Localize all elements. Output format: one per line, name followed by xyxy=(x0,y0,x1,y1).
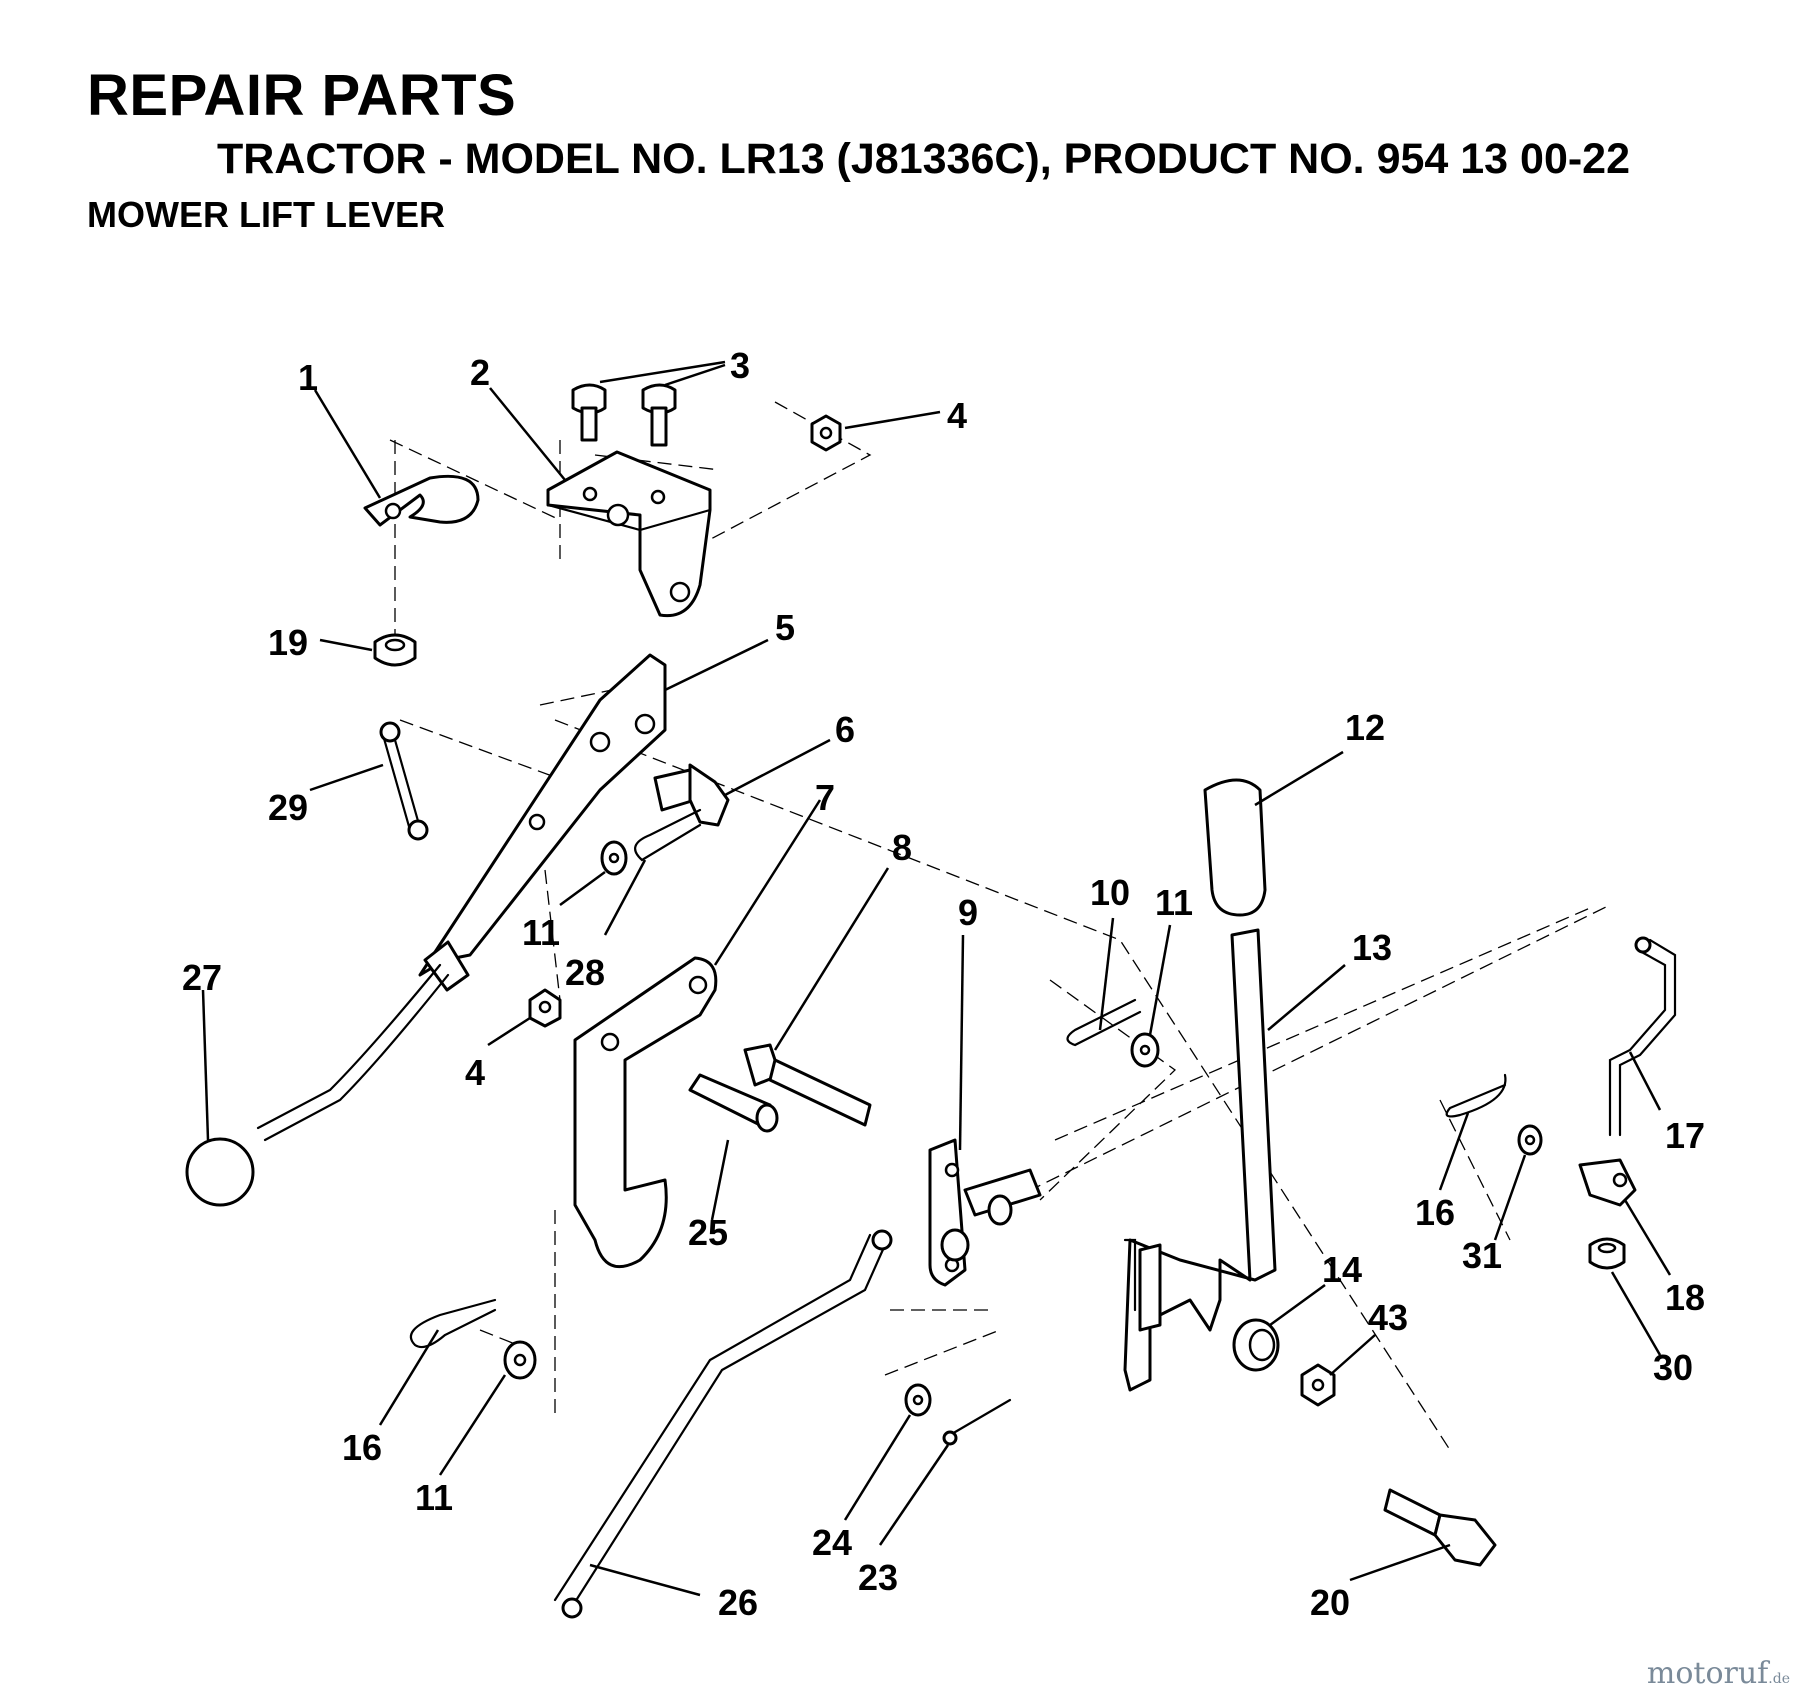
page-title: REPAIR PARTS xyxy=(87,63,517,128)
part-6-bolt xyxy=(653,763,730,827)
part-11-washer-right xyxy=(1130,1032,1160,1068)
part-3-bolts xyxy=(571,383,677,447)
section-title: MOWER LIFT LEVER xyxy=(87,194,445,235)
callout-27: 27 xyxy=(182,957,222,998)
part-23-pin xyxy=(942,1398,1012,1446)
part-12-grip xyxy=(1203,778,1267,917)
callout-20: 20 xyxy=(1310,1582,1350,1623)
part-29-link xyxy=(379,721,429,841)
part-11-washer-lower xyxy=(503,1340,537,1380)
callout-4-top: 4 xyxy=(947,395,967,436)
part-26-rod xyxy=(553,1229,893,1619)
watermark-tld: .de xyxy=(1768,1671,1790,1687)
part-24-washer xyxy=(904,1383,932,1417)
part-8-long-bolt xyxy=(743,1043,872,1127)
part-27-knob xyxy=(185,1137,255,1207)
part-7-plate xyxy=(573,956,718,1269)
part-20-bolt xyxy=(1383,1488,1497,1567)
callout-8: 8 xyxy=(892,827,912,868)
part-5-lift-arm xyxy=(256,653,667,1142)
callout-1: 1 xyxy=(298,357,318,398)
callout-31: 31 xyxy=(1462,1235,1502,1276)
callout-2: 2 xyxy=(470,352,490,393)
callout-24: 24 xyxy=(812,1522,852,1563)
part-4-nut-middle xyxy=(528,988,562,1028)
watermark: motoruf.de xyxy=(1647,1656,1790,1691)
part-2-bracket xyxy=(546,450,712,618)
callout-3: 3 xyxy=(730,345,750,386)
model-subtitle: TRACTOR - MODEL NO. LR13 (J81336C), PROD… xyxy=(217,135,1631,183)
callout-26: 26 xyxy=(718,1582,758,1623)
callout-30: 30 xyxy=(1653,1347,1693,1388)
callout-leaders xyxy=(201,360,1672,1597)
watermark-brand: motoruf xyxy=(1646,1656,1769,1691)
callout-25: 25 xyxy=(688,1212,728,1253)
part-11-washer-upper xyxy=(600,840,628,876)
callout-10: 10 xyxy=(1090,872,1130,913)
callout-18: 18 xyxy=(1665,1277,1705,1318)
callout-14: 14 xyxy=(1322,1249,1362,1290)
callout-11-upper: 11 xyxy=(522,912,560,953)
callout-11-right: 11 xyxy=(1155,882,1193,923)
part-30-nut xyxy=(1588,1237,1626,1270)
callout-11-lower: 11 xyxy=(415,1477,453,1518)
part-16-clip-left xyxy=(409,1298,497,1349)
callout-16-left: 16 xyxy=(342,1427,382,1468)
callout-5: 5 xyxy=(775,607,795,648)
part-14-bushing xyxy=(1232,1318,1280,1372)
part-17-rod xyxy=(1608,936,1677,1137)
part-31-washer xyxy=(1517,1124,1543,1156)
callout-6: 6 xyxy=(835,709,855,750)
callout-12: 12 xyxy=(1345,707,1385,748)
callout-29: 29 xyxy=(268,787,308,828)
callout-labels: 1 2 3 4 19 5 6 29 11 28 27 4 7 8 9 10 11… xyxy=(182,345,1705,1623)
part-18-swivel xyxy=(1578,1158,1637,1207)
part-9-pivot-plate xyxy=(928,1138,1042,1287)
callout-19: 19 xyxy=(268,622,308,663)
part-19-nut xyxy=(373,633,417,667)
callout-13: 13 xyxy=(1352,927,1392,968)
callout-43: 43 xyxy=(1368,1297,1408,1338)
part-1-clip xyxy=(363,474,480,527)
callout-17: 17 xyxy=(1665,1115,1705,1156)
callout-16-right: 16 xyxy=(1415,1192,1455,1233)
part-16-clip-right xyxy=(1445,1073,1507,1118)
callout-23: 23 xyxy=(858,1557,898,1598)
part-10-cotter-pin xyxy=(1066,998,1142,1047)
callout-28: 28 xyxy=(565,952,605,993)
part-28-hairpin xyxy=(634,808,702,862)
callout-7: 7 xyxy=(815,777,835,818)
part-43-nut xyxy=(1300,1363,1336,1407)
part-13-lever xyxy=(1123,928,1277,1392)
assembly-dashed-lines xyxy=(389,401,1611,1451)
callout-9: 9 xyxy=(958,892,978,933)
part-4-nut-top xyxy=(810,414,842,452)
callout-4-middle: 4 xyxy=(465,1052,485,1093)
part-25-spacer xyxy=(688,1073,779,1133)
